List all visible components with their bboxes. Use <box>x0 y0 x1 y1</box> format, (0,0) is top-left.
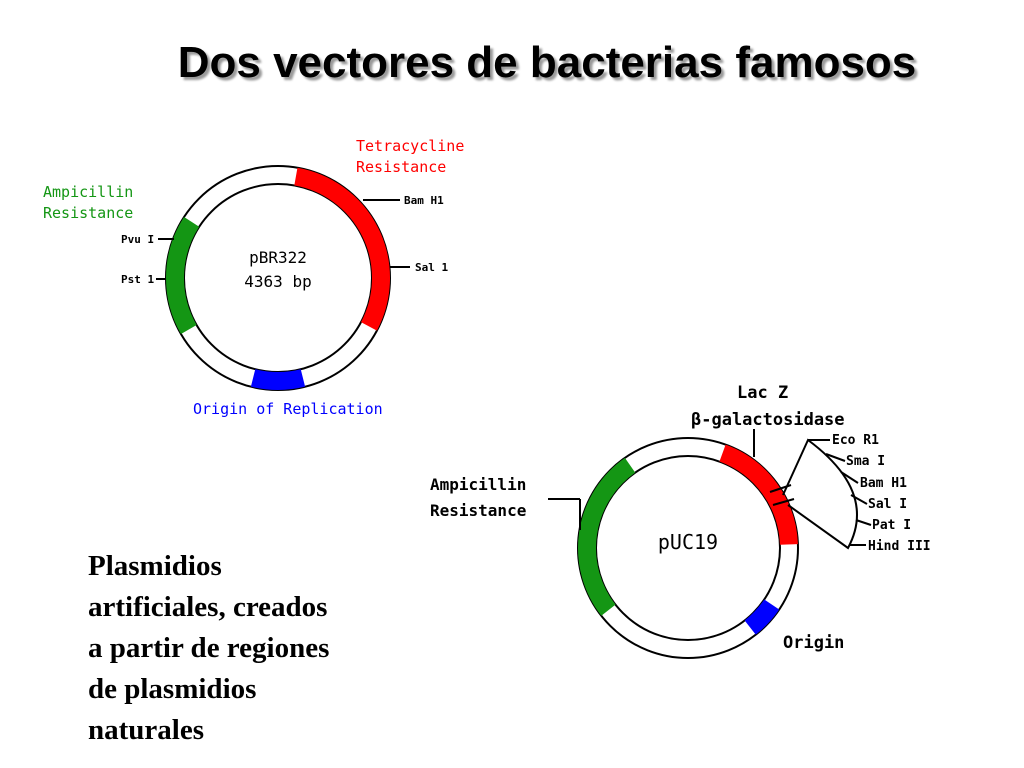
puc19-mcs-mark <box>772 498 795 506</box>
pbr322-site-bamh1: Bam H1 <box>404 194 444 207</box>
puc19-site-hindiii: Hind III <box>868 539 931 554</box>
pbr322-name: pBR322 <box>249 248 307 267</box>
puc19-origin-segment <box>744 599 780 635</box>
puc19-mcs-tick <box>855 519 872 526</box>
pbr322-tetracycline-label: Resistance <box>356 158 446 176</box>
puc19-lacz-label: Lac Z <box>737 383 788 403</box>
pbr322-size: 4363 bp <box>244 272 311 291</box>
description-text: Plasmidios artificiales, creados a parti… <box>88 546 388 751</box>
pbr322-ampicillin-label: Ampicillin <box>43 183 133 201</box>
puc19-map: pUC19 Lac Z β-galactosidase Ampicillin R… <box>430 383 931 659</box>
pbr322-tetracycline-segment <box>294 167 390 331</box>
pbr322-map: pBR322 4363 bp Tetracycline Resistance A… <box>43 137 464 418</box>
puc19-mcs-tick <box>840 471 859 484</box>
pbr322-ampicillin-label: Resistance <box>43 204 133 222</box>
pbr322-site-pst1: Pst 1 <box>121 273 154 286</box>
pbr322-inner-ring <box>183 183 373 373</box>
puc19-lacz-segment <box>719 444 798 546</box>
puc19-ampicillin-segment <box>578 457 636 616</box>
pbr322-ampicillin-segment <box>166 217 200 334</box>
pbr322-origin-label: Origin of Replication <box>193 400 383 418</box>
pbr322-site-sal1: Sal 1 <box>415 261 448 274</box>
description-line: artificiales, creados <box>88 591 328 623</box>
slide-title: Dos vectores de bacterias famosos <box>177 38 917 87</box>
description-line: de plasmidios <box>88 673 257 705</box>
puc19-ampicillin-label: Resistance <box>430 501 526 520</box>
pbr322-tetracycline-label: Tetracycline <box>356 137 464 155</box>
puc19-site-pati: Pat I <box>872 518 911 533</box>
description-line: naturales <box>88 714 204 746</box>
puc19-galactosidase-label: β-galactosidase <box>691 410 845 430</box>
pbr322-origin-segment <box>250 369 306 390</box>
description-line: Plasmidios <box>88 550 222 582</box>
puc19-site-smai: Sma I <box>846 454 885 469</box>
puc19-inner-ring <box>595 455 781 641</box>
puc19-mcs-tick <box>850 494 868 505</box>
puc19-ampicillin-label: Ampicillin <box>430 475 526 494</box>
description-line: a partir de regiones <box>88 632 330 664</box>
puc19-mcs-expansion <box>782 438 858 550</box>
puc19-site-sali: Sal I <box>868 497 907 512</box>
puc19-mcs-tick <box>825 453 846 462</box>
puc19-site-bamh1: Bam H1 <box>860 476 907 491</box>
pbr322-site-pvu1: Pvu I <box>121 233 154 246</box>
puc19-site-ecor1: Eco R1 <box>832 433 879 448</box>
puc19-origin-label: Origin <box>783 633 844 653</box>
puc19-name: pUC19 <box>658 530 718 554</box>
